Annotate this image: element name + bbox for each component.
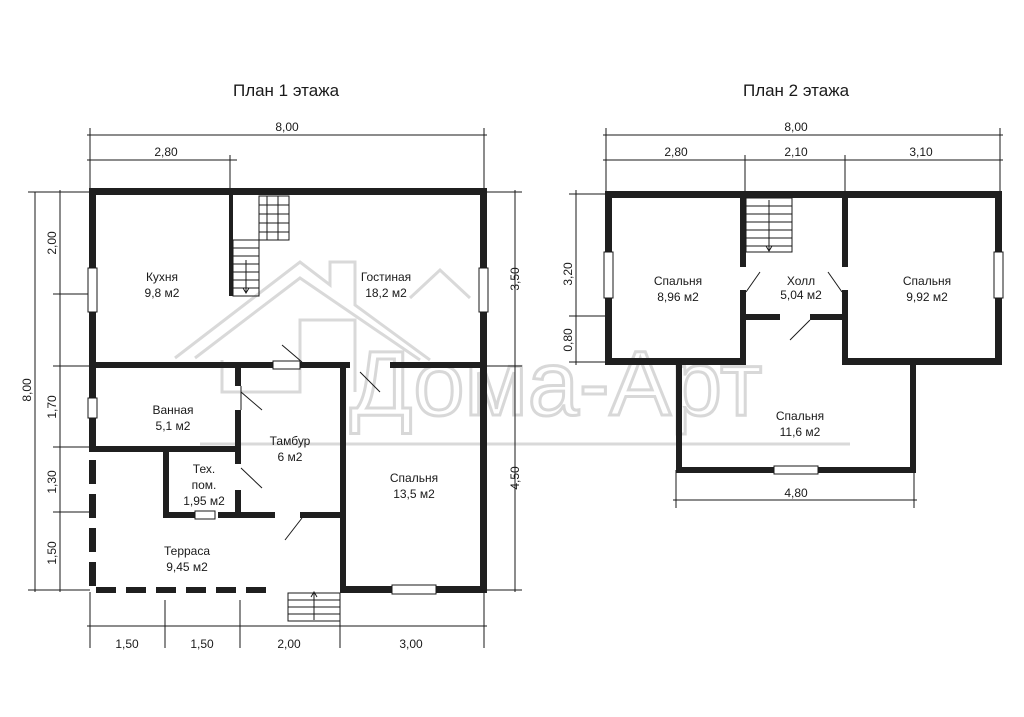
floor1-stairs xyxy=(232,195,341,622)
dim-f2-top-2: 2,10 xyxy=(784,145,808,159)
room-terrace-area: 9,45 м2 xyxy=(166,560,208,574)
dim-f1-top-left: 2,80 xyxy=(154,145,178,159)
dim-f1-left-2: 1,70 xyxy=(45,395,59,419)
floor2-dimensions: 8,00 2,80 2,10 3,10 3,20 0,80 4,80 xyxy=(561,120,1003,508)
dim-f1-bottom-1: 1,50 xyxy=(115,637,139,651)
room-vestibule-area: 6 м2 xyxy=(278,450,303,464)
floor2-stairs xyxy=(745,197,793,253)
room-f2-hall-name: Холл xyxy=(787,274,815,288)
dim-f2-top-3: 3,10 xyxy=(909,145,933,159)
room-bathroom-area: 5,1 м2 xyxy=(156,419,191,433)
dim-f2-bottom: 4,80 xyxy=(784,486,808,500)
room-living-name: Гостиная xyxy=(361,270,411,284)
floor1-doors xyxy=(240,344,381,541)
room-bedroom1-name: Спальня xyxy=(390,471,438,485)
floor2-doors xyxy=(745,271,843,341)
room-f2-bedroom-right-name: Спальня xyxy=(903,274,951,288)
room-kitchen-area: 9,8 м2 xyxy=(145,286,180,300)
dim-f1-bottom-3: 2,00 xyxy=(277,637,301,651)
room-vestibule-name: Тамбур xyxy=(270,434,311,448)
floor1-room-labels: Кухня 9,8 м2 Гостиная 18,2 м2 Ванная 5,1… xyxy=(145,270,439,574)
room-f2-bedroom-left-name: Спальня xyxy=(654,274,702,288)
floor1-dimensions: 8,00 2,80 8,00 2,00 1,70 1,30 1,50 3,50 … xyxy=(20,120,522,651)
room-tech-name: Тех. xyxy=(193,462,215,476)
dim-f1-bottom-2: 1,50 xyxy=(190,637,214,651)
dim-f1-left-1: 2,00 xyxy=(45,231,59,255)
room-tech-name2: пом. xyxy=(192,478,217,492)
room-bedroom1-area: 13,5 м2 xyxy=(393,487,435,501)
dim-f2-left-1: 3,20 xyxy=(561,262,575,286)
dim-f2-top-1: 2,80 xyxy=(664,145,688,159)
room-living-area: 18,2 м2 xyxy=(365,286,407,300)
room-kitchen-name: Кухня xyxy=(146,270,178,284)
floor2-room-labels: Спальня 8,96 м2 Холл 5,04 м2 Спальня 9,9… xyxy=(654,274,951,439)
dim-f1-bottom-4: 3,00 xyxy=(399,637,423,651)
watermark-logo: Дома-Арт xyxy=(174,260,850,446)
floor1-title: План 1 этажа xyxy=(233,81,340,100)
dim-f1-left-4: 1,50 xyxy=(45,541,59,565)
room-f2-bedroom-right-area: 9,92 м2 xyxy=(906,290,948,304)
dim-f1-right-2: 4,50 xyxy=(508,466,522,490)
watermark-text: Дома-Арт xyxy=(350,333,762,435)
room-f2-bedroom-left-area: 8,96 м2 xyxy=(657,290,699,304)
floor2-title: План 2 этажа xyxy=(743,81,850,100)
room-bathroom-name: Ванная xyxy=(152,403,193,417)
room-tech-area: 1,95 м2 xyxy=(183,494,225,508)
dim-f2-left-2: 0,80 xyxy=(561,328,575,352)
floor2-windows xyxy=(603,251,1004,475)
dim-f2-top-total: 8,00 xyxy=(784,120,808,134)
dim-f1-left-total: 8,00 xyxy=(20,378,34,402)
room-f2-hall-area: 5,04 м2 xyxy=(780,288,822,302)
dim-f1-top-total: 8,00 xyxy=(275,120,299,134)
room-f2-bedroom-bottom-area: 11,6 м2 xyxy=(780,425,821,439)
room-f2-bedroom-bottom-name: Спальня xyxy=(776,409,824,423)
dim-f1-right-1: 3,50 xyxy=(508,267,522,291)
floor1-windows xyxy=(87,267,489,595)
room-terrace-name: Терраса xyxy=(164,544,210,558)
dim-f1-left-3: 1,30 xyxy=(45,470,59,494)
